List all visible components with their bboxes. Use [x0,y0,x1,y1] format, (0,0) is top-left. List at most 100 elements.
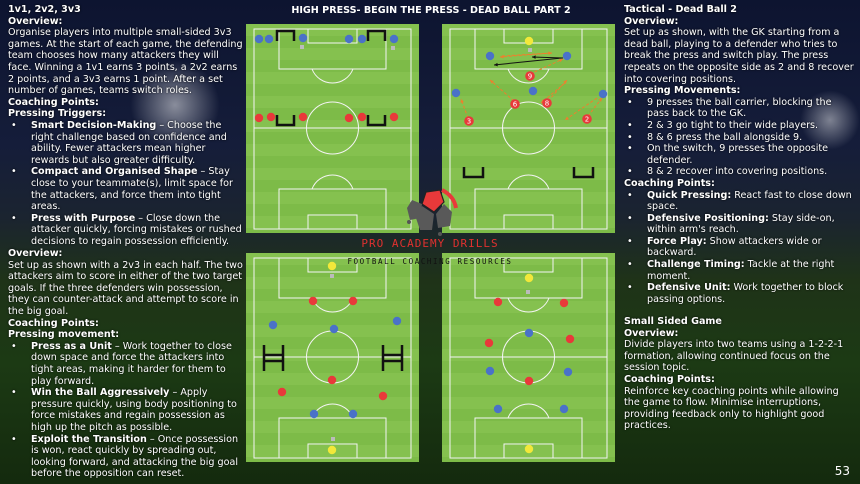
pitch-stripe [442,168,615,180]
blue-player [559,404,569,414]
goalkeeper [524,36,534,46]
list-item: 8 & 2 recover into covering positions. [624,166,856,178]
pitch-stripe [442,397,615,409]
pitch-stripe [442,120,615,132]
arrow-head-icon [490,80,494,84]
pitch-diagram-1v1 [246,24,419,233]
mini-goal-icon [275,115,296,127]
red-player [484,338,494,348]
heading: Tactical - Dead Ball 2 [624,4,737,15]
penalty-arc [507,297,550,313]
mini-goal-icon [366,29,387,41]
red-player [348,296,358,306]
six-yard-box [503,257,554,273]
coaching-label: Coaching Points: [624,177,715,189]
arrow-head-icon [559,58,563,63]
red-player [308,296,318,306]
coaching-label: Coaching Points: [624,373,715,385]
player-number: 9 [528,73,532,81]
small-sided-game-description: Small Sided Game Overview: Divide player… [624,316,856,432]
blue-player [357,34,367,44]
movement-arrow [531,56,564,59]
cone-icon [526,290,530,294]
movement-arrow [499,52,553,58]
red-player [298,112,308,122]
pitch-stripe [246,216,419,228]
overview-label: Overview: [8,248,63,259]
list-item: Press as a Unit – Work together to close… [8,341,243,387]
player-number: 2 [585,116,589,124]
list-item: 8 & 6 press the ball alongside 9. [624,132,856,144]
heading: Small Sided Game [624,316,722,327]
movement-arrow [564,97,598,121]
movement-arrow [529,58,564,75]
red-player [378,391,388,401]
page-title: HIGH PRESS- BEGIN THE PRESS - DEAD BALL … [291,5,571,16]
mini-goal-icon [462,167,485,179]
blue-player [562,51,572,61]
movements-label: Pressing Movements: [624,85,741,97]
cone-icon [331,437,335,441]
six-yard-box [307,257,358,273]
sub-label: Pressing Triggers: [8,108,107,120]
blue-player [254,34,264,44]
arrow-head-icon [460,99,464,103]
pitch-stripe [246,301,419,313]
pitch-stripe [246,349,419,361]
pitch-stripe [246,120,419,132]
list-item: 2 & 3 go tight to their wide players. [624,120,856,132]
pitch-stripe [442,192,615,204]
red-player [344,113,354,123]
list-item: Defensive Unit: Work together to block p… [624,282,856,305]
cone-icon [528,48,532,52]
arrow-head-icon [500,54,504,59]
logo-tagline: FOOTBALL COACHING RESOURCES [347,257,513,266]
blue-player [528,86,538,96]
sub-label: Pressing movement: [8,329,120,341]
coaching-text: Reinforce key coaching points while allo… [624,385,839,432]
movement-arrow [587,97,603,117]
target-goal-icon [381,345,404,371]
blue-player [298,33,308,43]
overview-label: Overview: [624,15,679,27]
mini-goal-icon [366,115,387,127]
pitch-stripe [442,349,615,361]
overview-text: Set up as shown with a 2v3 in each half.… [8,259,243,317]
goalkeeper [327,261,337,271]
list-item: Defensive Positioning: Stay side-on, wit… [624,213,856,236]
penalty-arc [311,68,354,84]
blue-player [451,88,461,98]
six-yard-box [307,443,358,459]
blue-player [389,34,399,44]
pitch-stripe [246,24,419,36]
goalkeeper [327,445,337,455]
six-yard-box [503,214,554,230]
blue-player [524,328,534,338]
player-number: 6 [513,101,518,109]
pitch-stripe [442,253,615,265]
red-player [277,387,287,397]
red-player [493,297,503,307]
blue-player [392,316,402,326]
pitch-stripe [246,397,419,409]
arrow-head-icon [563,80,567,84]
cone-icon [330,274,334,278]
pitch-stripe [246,192,419,204]
red-player [524,376,534,386]
mini-goal-icon [572,167,595,179]
arrow-head-icon [532,55,536,59]
pitch-stripe [442,421,615,433]
list-item: On the switch, 9 presses the opposite de… [624,143,856,166]
list-item: Smart Decision-Making – Choose the right… [8,120,243,166]
coaching-label: Coaching Points: [8,317,99,329]
list-item: Exploit the Transition – Once possession… [8,434,243,480]
target-goal-icon [262,345,285,371]
overview-text: Divide players into two teams using a 1-… [624,339,844,374]
list-item: Win the Ball Aggressively – Apply pressu… [8,387,243,433]
pitch-diagram-2v3 [246,253,419,462]
blue-player [348,409,358,419]
overview-text: Organise players into multiple small-sid… [8,27,243,97]
center-circle [502,101,555,155]
red-player [559,298,569,308]
